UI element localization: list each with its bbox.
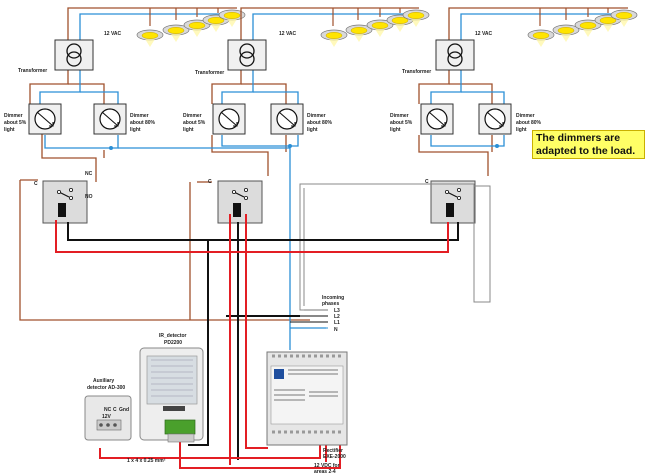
red-wiring [55,214,449,469]
relay-2 [217,180,263,224]
dimmer-labels: Dimmer about 5% light Dimmer about 80% l… [4,113,542,133]
dimmer-high-label-3-line3: light [516,127,527,133]
incoming-phases-label-line1: Incoming [322,295,344,301]
dimmer-high-label-1-line3: light [130,127,141,133]
dimmer-low-3 [420,103,454,135]
vdc-label-line2: areas 2-4 [314,469,336,475]
phase-l3-label: L3 [334,308,340,314]
transformer-3 [435,39,475,71]
rectifier-label-line1: Rectifier [323,448,343,454]
dimmer-low-label-2-line2: about 5% [183,120,206,126]
dimmer-high-label-1-line1: Dimmer [130,113,149,119]
relay-3-c-label: C [425,179,429,185]
relay-1-no-label: NO [85,194,93,200]
relay-1 [42,180,88,224]
dimmer-high-label-1-line2: about 80% [130,120,156,126]
dimmer-high-label-2-line1: Dimmer [307,113,326,119]
dimmer-low-1 [28,103,62,135]
aux-terminal-c: C [113,407,117,413]
phase-n-label: N [334,327,338,333]
blue-junctions [109,144,499,150]
relay-labels: C NC NO C C [34,171,429,200]
vdc-label-line1: 12 VDC for [314,463,340,469]
black-wiring [67,222,459,460]
dimmer-high-label-2-line2: about 80% [307,120,333,126]
transformer-label-2: Transformer [195,70,224,76]
rectifier-label-line2: EXE-2000 [323,454,346,460]
brown-wiring [19,70,493,321]
vac-label-3: 12 VAC [475,31,493,37]
phase-l2-label: L2 [334,314,340,320]
lamp-group-3 [448,7,638,48]
lamp-group-1 [67,7,246,48]
dimmer-low-label-3-line3: light [390,127,401,133]
relay-1-nc-label: NC [85,171,93,177]
aux-terminal-gnd: Gnd [119,407,129,413]
dimmer-note-line1: The dimmers are [536,132,621,144]
dimmer-low-label-1-line3: light [4,127,15,133]
ir-detector-label-line1: IR_detector [159,333,187,339]
rectifier-module [266,351,348,446]
phase-l1-label: L1 [334,320,340,326]
dimmer-note-box: The dimmers are adapted to the load. [532,130,645,159]
vac-label-2: 12 VAC [279,31,297,37]
incoming-phase-wiring [299,183,491,311]
aux-detector-label-line2: detector AD-300 [87,385,125,391]
dimmer-high-label-3-line2: about 80% [516,120,542,126]
dimmer-high-1 [93,103,127,135]
dimmer-note-line2: adapted to the load. [536,145,636,157]
cable-label: 1 x 4 x 0.25 mm² [127,458,166,464]
aux-detector-label-line1: Auxiliary [93,378,114,384]
relay-2-c-label: C [208,179,212,185]
dimmer-low-2 [212,103,246,135]
dimmer-high-label-3-line1: Dimmer [516,113,535,119]
lamp-group-2 [240,7,430,48]
dimmer-low-label-3-line1: Dimmer [390,113,409,119]
auxiliary-detector [84,395,132,441]
relay-1-c-label: C [34,181,38,187]
transformer-label-1: Transformer [18,68,47,74]
aux-voltage-label: 12V [102,414,112,420]
dimmer-low-label-3-line2: about 5% [390,120,413,126]
dimmer-low-label-2-line3: light [183,127,194,133]
vac-label-1: 12 VAC [104,31,122,37]
phase-lines [290,309,328,329]
ir-detector-label-line2: PD2200 [164,340,182,346]
dimmer-low-label-2-line1: Dimmer [183,113,202,119]
dimmer-high-2 [270,103,304,135]
ir-detector [139,347,204,443]
incoming-phases-label-line2: phases [322,301,339,307]
transformer-2 [227,39,267,71]
dimmer-high-3 [478,103,512,135]
dimmer-high-label-2-line3: light [307,127,318,133]
relay-3 [430,180,476,224]
dimmer-low-label-1-line1: Dimmer [4,113,23,119]
aux-terminal-nc: NC [104,407,112,413]
dimmer-low-label-1-line2: about 5% [4,120,27,126]
transformer-label-3: Transformer [402,69,431,75]
transformer-1 [54,39,94,71]
